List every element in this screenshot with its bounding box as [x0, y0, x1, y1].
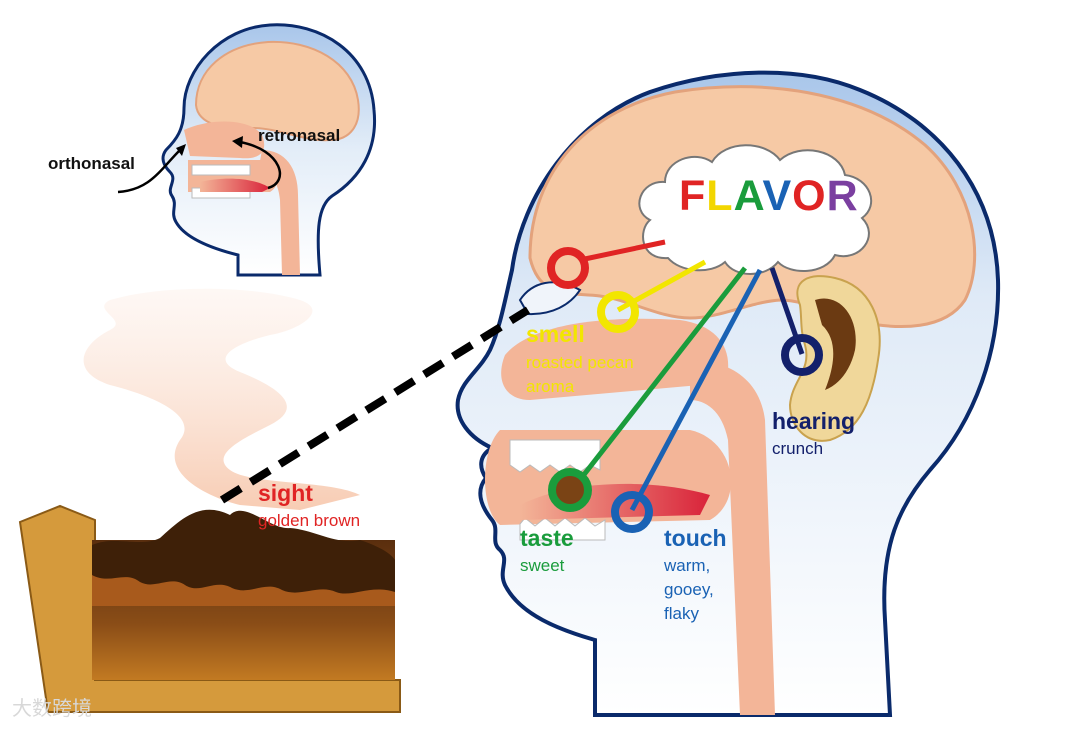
taste-ring: [548, 468, 592, 512]
smell-desc-line1: roasted pecan: [526, 353, 634, 372]
taste-desc: sweet: [520, 556, 565, 575]
sight-ring: [547, 247, 589, 289]
retronasal-label: retronasal: [258, 126, 341, 145]
touch-desc-line2: gooey,: [664, 580, 714, 599]
hearing-title: hearing: [772, 408, 856, 434]
taste-line: [570, 266, 747, 492]
touch-ring: [611, 491, 653, 533]
flavor-letter: V: [762, 172, 793, 220]
steam: [83, 288, 361, 510]
small-head: [117, 23, 377, 277]
flavor-letter: L: [706, 172, 734, 220]
pie: [18, 504, 401, 713]
touch-line: [629, 268, 763, 512]
flavor-title: FLAVOR: [679, 172, 859, 221]
pecan-top: [92, 509, 395, 600]
flavor-cloud: [638, 144, 873, 275]
sight-line: [579, 239, 666, 263]
retronasal-arrowhead: [232, 136, 243, 148]
small-throat: [258, 150, 300, 275]
small-nasal-cavity: [184, 121, 265, 159]
hearing-ring: [781, 334, 823, 376]
taste-title: taste: [520, 525, 574, 551]
touch-title: touch: [664, 525, 727, 551]
sight-dashed-line: [219, 306, 531, 504]
touch-desc-line3: flaky: [664, 604, 699, 623]
orthonasal-arrow: [117, 149, 181, 194]
sight-title: sight: [258, 480, 313, 506]
smell-ring: [597, 291, 639, 333]
throat: [690, 360, 775, 715]
small-tongue: [200, 178, 270, 192]
flavor-letter: A: [733, 172, 763, 220]
hearing-desc: crunch: [772, 439, 824, 458]
ear-inner: [815, 298, 856, 390]
orthonasal-label: orthonasal: [48, 154, 135, 173]
upper-teeth: [509, 439, 601, 473]
touch-desc-line1: warm,: [664, 556, 711, 575]
nasal-cavity: [501, 318, 729, 400]
flavor-letter: O: [792, 172, 827, 220]
sight-desc: golden brown: [258, 511, 361, 530]
flavor-cloud-shape: [638, 144, 873, 275]
pecan-row: [92, 575, 395, 606]
flavor-letter: F: [679, 172, 707, 220]
watermark: 大数跨境: [12, 698, 92, 720]
eye-socket: [518, 281, 582, 316]
smell-title: smell: [526, 321, 585, 347]
flavor-letter: R: [826, 172, 859, 220]
retronasal-arrow: [239, 140, 281, 190]
orthonasal-arrowhead: [176, 144, 186, 156]
smell-desc-line2: aroma: [526, 377, 575, 396]
